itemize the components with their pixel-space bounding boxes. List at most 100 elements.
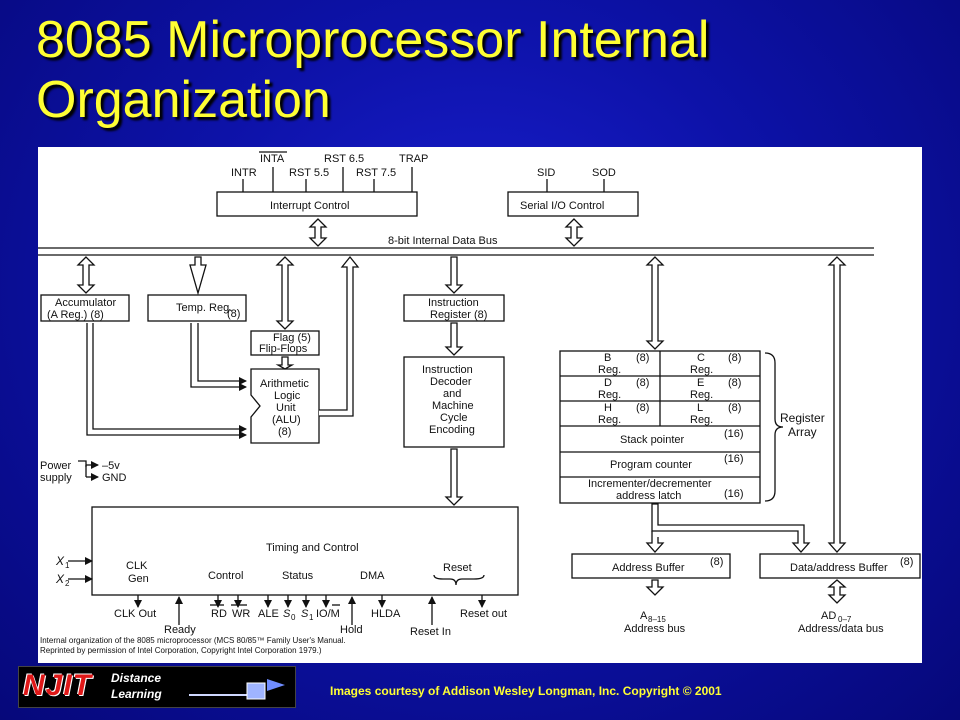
e-reg-size: (8) (728, 377, 741, 389)
reset-out-label: Reset out (460, 608, 507, 620)
ir-label-2: Register (8) (430, 309, 487, 321)
e-reg-label-1: E (697, 377, 704, 389)
interrupt-control-label: Interrupt Control (270, 200, 349, 212)
slide-title: 8085 Microprocessor Internal Organizatio… (36, 10, 936, 130)
logo-subtitle-1: Distance (111, 671, 162, 685)
a815-label: A (640, 610, 648, 622)
s1-sub: 1 (309, 613, 314, 622)
s1-label: S (301, 608, 309, 620)
njit-logo: NJIT Distance Learning (18, 666, 296, 708)
incdec-label-2: address latch (616, 490, 681, 502)
x1-sub: 1 (65, 561, 70, 570)
address-out-arrow (645, 579, 665, 596)
serial-bus-arrow (564, 218, 584, 247)
rst75-label: RST 7.5 (356, 167, 396, 179)
logo-graphic-icon (189, 679, 285, 700)
ready-label: Ready (164, 624, 196, 636)
ir-decoder-arrow (444, 322, 464, 356)
clk-out-label: CLK Out (114, 608, 156, 620)
ad07-sub: 0–7 (838, 615, 852, 624)
decoder-label-3: and (443, 388, 461, 400)
accumulator-bus-arrow (76, 256, 96, 294)
status-label: Status (282, 570, 314, 582)
alu-label-2: Logic (274, 390, 301, 402)
d-reg-label-1: D (604, 377, 612, 389)
h-reg-size: (8) (636, 402, 649, 414)
ad07-label: AD (821, 610, 836, 622)
decoder-timing-arrow (444, 448, 464, 506)
njit-logo-text: NJIT (23, 669, 93, 702)
decoder-label-4: Machine (432, 400, 474, 412)
temp-reg-size: (8) (227, 308, 240, 320)
title-line-1: 8085 Microprocessor Internal (36, 11, 710, 69)
alu-output-arrow (319, 255, 360, 417)
incdec-label-1: Incrementer/decrementer (588, 478, 712, 490)
hlda-label: HLDA (371, 608, 401, 620)
inta-label: INTA (260, 153, 285, 165)
x1-label: X (55, 554, 65, 568)
accumulator-box (40, 294, 130, 322)
block-diagram: INTR INTA RST 5.5 RST 6.5 RST 7.5 TRAP S… (38, 151, 921, 655)
acc-alu-line-2 (92, 323, 247, 433)
d-reg-label-2: Reg. (598, 389, 621, 401)
stack-pointer-label: Stack pointer (620, 434, 685, 446)
l-reg-size: (8) (728, 402, 741, 414)
l-reg-label-1: L (697, 402, 703, 414)
caption-line-1: Internal organization of the 8085 microp… (40, 636, 346, 645)
alu-label-4: (ALU) (272, 414, 301, 426)
title-line-2: Organization (36, 71, 331, 129)
serial-io-control-box (507, 191, 639, 217)
c-reg-label-2: Reg. (690, 364, 713, 376)
flag-alu-arrow (275, 356, 295, 370)
program-counter-label: Program counter (610, 459, 692, 471)
rst65-label: RST 6.5 (324, 153, 364, 165)
s0-label: S (283, 608, 291, 620)
clk-gen-label-1: CLK (126, 560, 148, 572)
latch-data-buffer-arrow (651, 503, 811, 553)
power-bracket-top (78, 460, 87, 467)
interrupt-control-box (216, 191, 418, 217)
c-reg-size: (8) (728, 352, 741, 364)
h-reg-label-1: H (604, 402, 612, 414)
b-reg-label-1: B (604, 352, 611, 364)
ale-label: ALE (258, 608, 279, 620)
data-bus-label: 8-bit Internal Data Bus (388, 235, 498, 247)
sid-label: SID (537, 167, 555, 179)
decoder-label-5: Cycle (440, 412, 468, 424)
address-bus-label: Address bus (624, 623, 686, 635)
b-reg-size: (8) (636, 352, 649, 364)
temp-alu-line-2 (197, 323, 247, 385)
decoder-label-6: Encoding (429, 424, 475, 436)
address-buffer-label: Address Buffer (612, 562, 685, 574)
register-bus-arrow (645, 256, 665, 350)
x2-sub: 2 (65, 579, 70, 588)
interrupt-bus-arrow (308, 218, 328, 247)
flag-label-2: Flip-Flops (259, 343, 308, 355)
temp-reg-box (147, 294, 247, 322)
image-credit: Images courtesy of Addison Wesley Longma… (330, 684, 722, 698)
alu-label-3: Unit (276, 402, 296, 414)
s0-sub: 0 (291, 613, 296, 622)
alu-label-5: (8) (278, 426, 291, 438)
rd-label: RD (211, 608, 227, 620)
caption-line-2: Reprinted by permission of Intel Corpora… (40, 646, 322, 655)
logo-subtitle-2: Learning (111, 687, 162, 701)
data-address-buffer-size: (8) (900, 556, 913, 568)
reset-label: Reset (443, 562, 472, 574)
b-reg-label-2: Reg. (598, 364, 621, 376)
register-array-brace (764, 352, 784, 502)
hold-label: Hold (340, 624, 363, 636)
stack-pointer-size: (16) (724, 428, 744, 440)
accumulator-label-2: (A Reg.) (8) (47, 309, 104, 321)
diagram-panel: INTR INTA RST 5.5 RST 6.5 RST 7.5 TRAP S… (38, 147, 922, 663)
sod-label: SOD (592, 167, 616, 179)
timing-control-box (91, 506, 519, 596)
minus5v-label: –5v (102, 460, 120, 472)
address-buffer-size: (8) (710, 556, 723, 568)
instruction-register-box (403, 294, 505, 322)
address-buffer-box (571, 553, 731, 579)
program-counter-size: (16) (724, 453, 744, 465)
iom-label: IO/M (316, 608, 340, 620)
data-address-buffer-box (759, 553, 921, 579)
clk-gen-label-2: Gen (128, 573, 149, 585)
